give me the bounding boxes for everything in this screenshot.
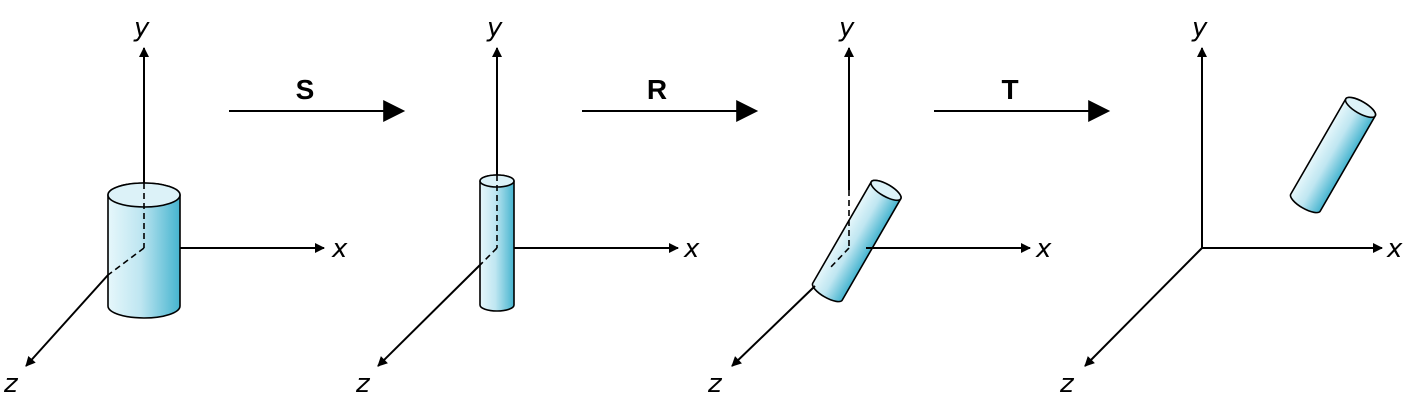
panel-original: y x z [3,13,348,399]
operation-scale: S [229,74,406,122]
panel-translated: y x z [1059,13,1403,399]
hidden-z-axis [479,247,498,266]
z-axis [1084,247,1203,367]
rotate-label: R [647,74,667,105]
z-axis-label: z [1059,369,1075,399]
scale-label: S [296,74,315,105]
hidden-z-axis [107,247,145,276]
x-axis-label: x [331,234,348,264]
operation-rotate: R [582,74,759,122]
translate-label: T [1001,74,1018,105]
z-axis-label: z [355,369,371,399]
y-axis-label: y [486,13,503,43]
x-axis-label: x [1035,234,1052,264]
hidden-z-axis [829,247,850,269]
x-axis-label: x [683,234,700,264]
z-axis-label: z [3,369,19,399]
x-axis-label: x [1386,234,1403,264]
z-axis [25,274,109,367]
panel-scaled: y x z [355,13,700,399]
z-axis [377,264,481,367]
z-axis-label: z [707,369,723,399]
z-axis [731,285,816,367]
y-axis-label: y [133,13,150,43]
y-axis-label: y [1191,13,1208,43]
panel-rotated: y x z [707,13,1052,399]
operation-translate: T [934,74,1111,122]
cylinder-translated [1289,96,1377,214]
cylinder-rotated [811,179,902,303]
y-axis-label: y [838,13,855,43]
